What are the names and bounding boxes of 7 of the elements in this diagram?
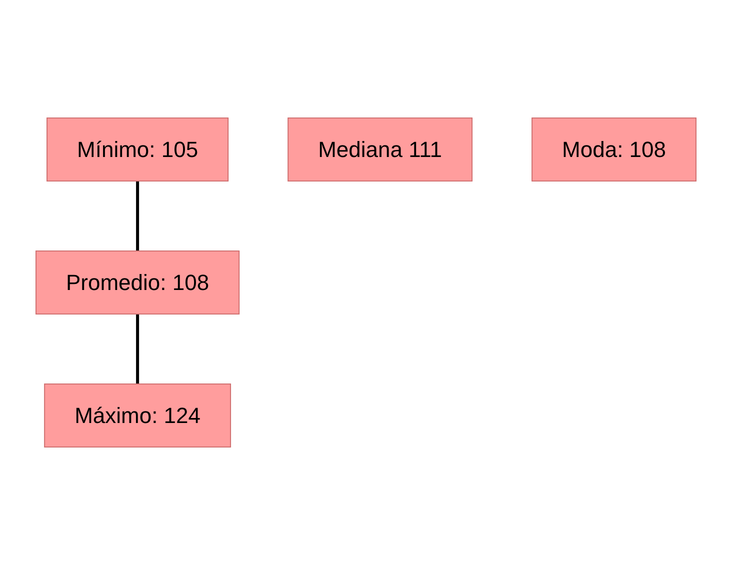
node-box: Moda: 108 xyxy=(531,117,696,181)
node-box: Mínimo: 105 xyxy=(46,117,228,181)
connector xyxy=(136,314,139,384)
connector xyxy=(136,180,139,250)
node-box: Máximo: 124 xyxy=(44,383,231,447)
node-box: Promedio: 108 xyxy=(35,250,240,314)
node-box: Mediana 111 xyxy=(287,117,472,181)
